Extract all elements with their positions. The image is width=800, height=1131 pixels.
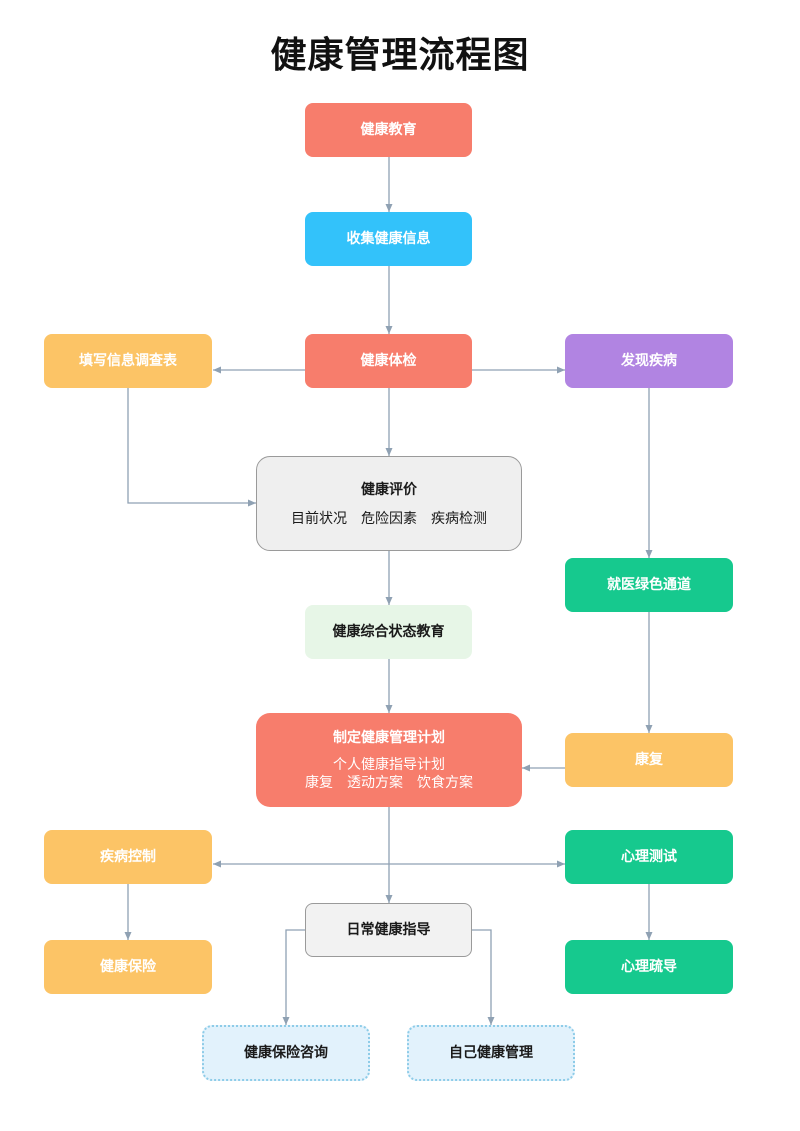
node-label: 制定健康管理计划 xyxy=(333,730,445,746)
node-fill-survey[interactable]: 填写信息调查表 xyxy=(44,334,212,388)
node-label: 发现疾病 xyxy=(621,353,677,369)
node-label: 日常健康指导 xyxy=(346,922,431,938)
node-health-insurance[interactable]: 健康保险 xyxy=(44,940,212,994)
arrow-survey-to-evaluation xyxy=(127,388,256,507)
node-health-education[interactable]: 健康教育 xyxy=(305,103,472,157)
node-status-education[interactable]: 健康综合状态教育 xyxy=(305,605,472,659)
node-label: 疾病控制 xyxy=(100,849,156,865)
arrow-daily-to-self xyxy=(472,929,495,1025)
node-label: 填写信息调查表 xyxy=(79,353,177,369)
node-label: 心理测试 xyxy=(621,849,677,865)
node-sublabel-2: 康复 透动方案 饮食方案 xyxy=(305,775,473,791)
node-label: 健康体检 xyxy=(360,353,417,369)
node-label: 健康评价 xyxy=(361,481,417,498)
node-disease-control[interactable]: 疾病控制 xyxy=(44,830,212,884)
node-sublabel: 目前状况 危险因素 疾病检测 xyxy=(291,510,487,527)
node-label: 健康综合状态教育 xyxy=(332,624,445,640)
node-management-plan[interactable]: 制定健康管理计划 个人健康指导计划 康复 透动方案 饮食方案 xyxy=(256,713,522,807)
node-health-evaluation[interactable]: 健康评价 目前状况 危险因素 疾病检测 xyxy=(256,456,522,551)
node-label: 健康保险咨询 xyxy=(244,1045,328,1061)
node-daily-guidance[interactable]: 日常健康指导 xyxy=(305,903,472,957)
node-physical-exam[interactable]: 健康体检 xyxy=(305,334,472,388)
node-psych-test[interactable]: 心理测试 xyxy=(565,830,733,884)
node-find-disease[interactable]: 发现疾病 xyxy=(565,334,733,388)
node-label: 就医绿色通道 xyxy=(607,577,691,593)
node-rehab[interactable]: 康复 xyxy=(565,733,733,787)
node-label: 康复 xyxy=(635,752,663,768)
node-label: 收集健康信息 xyxy=(346,231,431,247)
node-psych-counsel[interactable]: 心理疏导 xyxy=(565,940,733,994)
node-collect-info[interactable]: 收集健康信息 xyxy=(305,212,472,266)
arrow-daily-to-consult xyxy=(282,929,305,1025)
node-self-manage[interactable]: 自己健康管理 xyxy=(407,1025,575,1081)
node-label: 健康教育 xyxy=(360,122,417,138)
node-insurance-consult[interactable]: 健康保险咨询 xyxy=(202,1025,370,1081)
node-label: 自己健康管理 xyxy=(449,1045,533,1061)
node-label: 心理疏导 xyxy=(621,959,677,975)
page-title: 健康管理流程图 xyxy=(270,35,530,76)
node-label: 健康保险 xyxy=(100,959,156,975)
node-sublabel-1: 个人健康指导计划 xyxy=(333,757,445,773)
node-green-channel[interactable]: 就医绿色通道 xyxy=(565,558,733,612)
